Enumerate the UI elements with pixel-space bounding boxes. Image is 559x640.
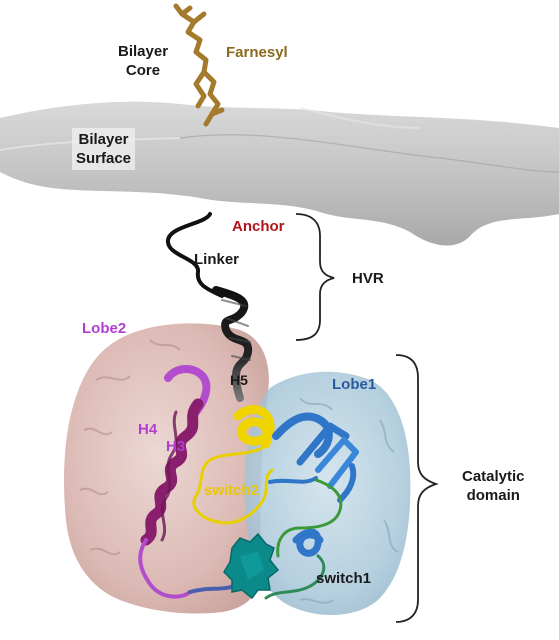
anchor-label: Anchor <box>232 218 285 235</box>
lobe2-label: Lobe2 <box>82 320 127 337</box>
switch1-region <box>264 478 343 600</box>
switch2-region <box>192 405 275 525</box>
gtp-nucleotide <box>223 532 280 600</box>
linker-label: Linker <box>194 251 240 268</box>
h5-label: H5 <box>230 372 248 388</box>
h3-label: H3 <box>166 438 186 455</box>
lobe1-structure <box>268 412 359 557</box>
farnesyl-label: Farnesyl <box>226 44 288 61</box>
bilayer-membrane <box>0 101 559 246</box>
bilayer-surface-label: Bilayer Surface <box>72 128 136 170</box>
catalytic-domain-label: Catalytic domain <box>462 468 525 504</box>
lobe1-label: Lobe1 <box>332 376 377 393</box>
h4-label: H4 <box>138 421 158 438</box>
farnesyl-chain <box>173 3 225 127</box>
linker-chain <box>166 212 253 402</box>
bilayer-core-label: Bilayer Core <box>118 43 169 79</box>
lobe1-surface <box>244 371 411 616</box>
catalytic-domain-bracket <box>395 354 439 623</box>
hvr-bracket <box>295 213 335 341</box>
lobe2-helices <box>138 365 240 599</box>
switch1-label: switch1 <box>316 570 372 587</box>
switch2-label: switch2 <box>204 482 260 499</box>
hvr-label: HVR <box>352 270 384 287</box>
